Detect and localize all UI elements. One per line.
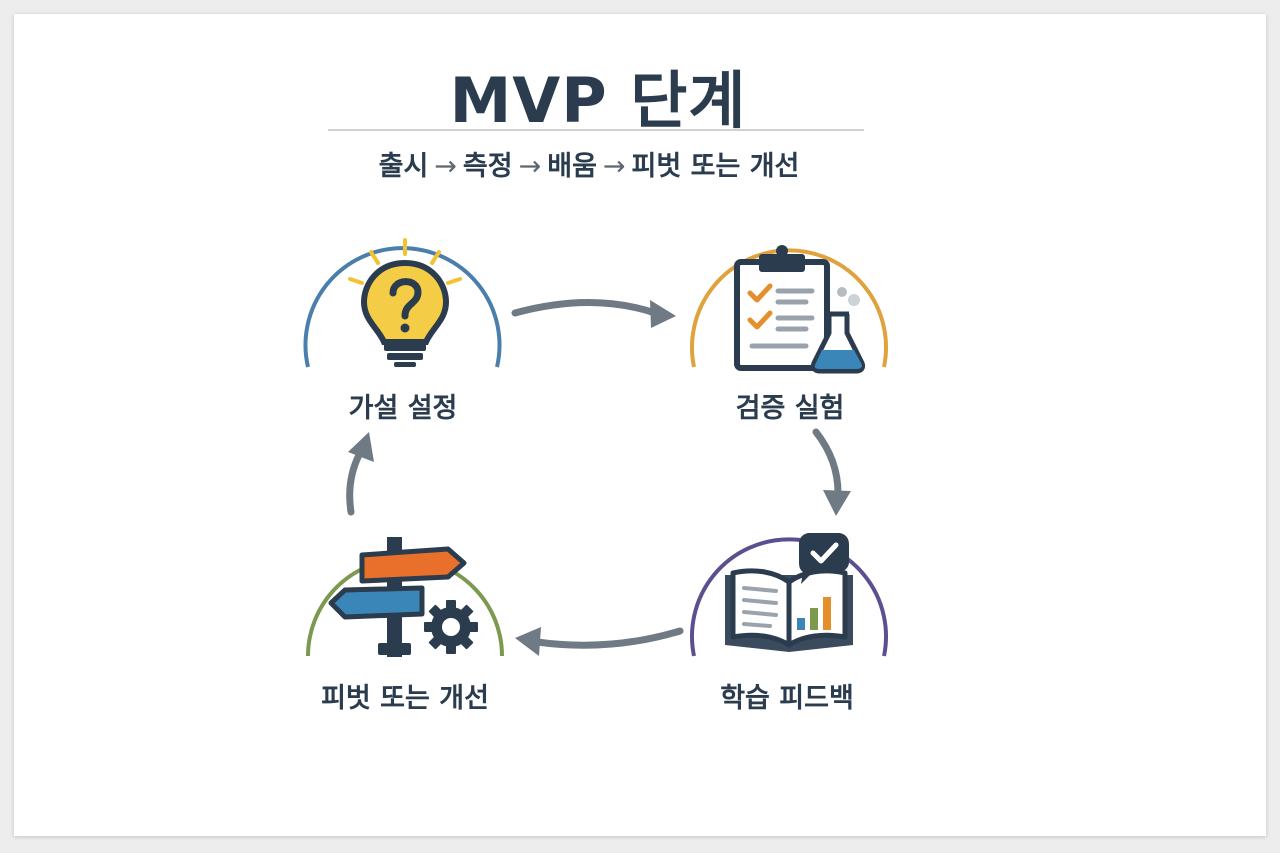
flow-step: 배움	[547, 151, 597, 182]
node-label-learning: 학습 피드백	[720, 683, 854, 714]
flow-arrow-icon: →	[602, 151, 626, 182]
cycle-arrow-icon	[511, 299, 676, 328]
cycle-arrow-icon	[812, 428, 851, 516]
cycle-arrow-icon	[346, 432, 374, 516]
flow-step: 출시	[378, 151, 429, 182]
node-label-experiment: 검증 실험	[735, 393, 845, 424]
node-arc-experiment	[690, 248, 888, 368]
diagram-card	[14, 14, 1266, 836]
flow-step: 측정	[462, 151, 513, 182]
page-title: MVP 단계	[449, 64, 747, 137]
signpost-gear-icon	[328, 537, 478, 657]
subtitle-flow: 출시→측정→배움→피벗 또는 개선	[0, 144, 1178, 183]
flow-step: 피벗 또는 개선	[631, 151, 800, 182]
clipboard-flask-icon	[734, 245, 866, 374]
node-arc-learning	[690, 537, 888, 657]
node-label-pivot: 피벗 또는 개선	[321, 683, 489, 714]
book-chart-icon	[725, 533, 853, 652]
flow-arrow-icon: →	[518, 151, 542, 182]
node-label-hypothesis: 가설 설정	[348, 393, 458, 424]
node-arc-hypothesis	[303, 246, 502, 368]
lightbulb-question-icon	[348, 238, 462, 367]
title-divider	[328, 129, 864, 131]
cycle-arrow-icon	[515, 627, 684, 656]
flow-arrow-icon: →	[434, 151, 457, 182]
